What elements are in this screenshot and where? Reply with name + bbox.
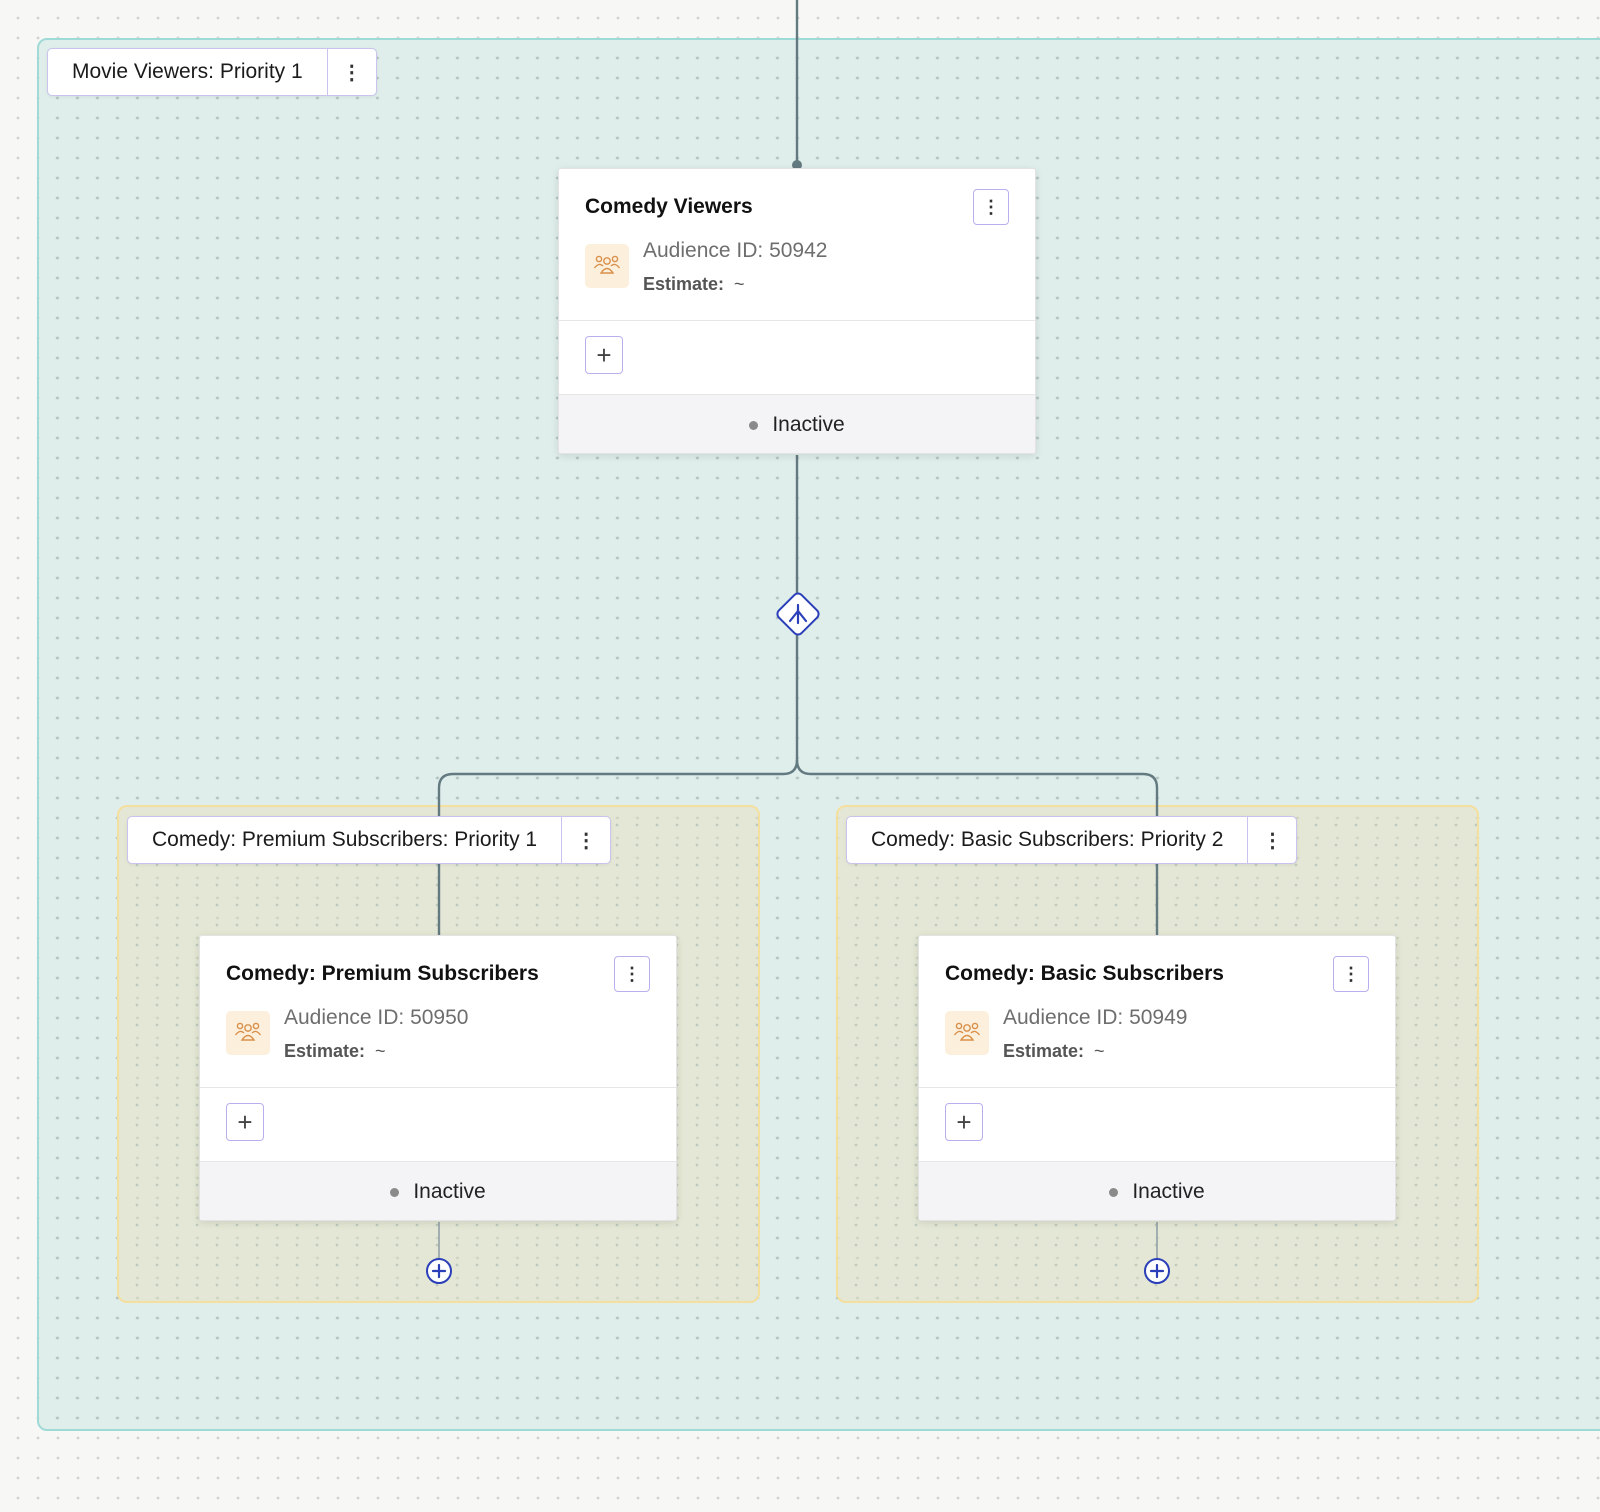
audience-card-premium-subscribers[interactable]: Comedy: Premium Subscribers ⋮ Audience I… <box>199 935 677 1221</box>
group-label-text: Movie Viewers: Priority 1 <box>72 60 303 83</box>
card-menu-button[interactable]: ⋮ <box>614 956 650 992</box>
add-action-button[interactable]: + <box>585 336 623 374</box>
estimate-value: ~ <box>734 274 745 294</box>
audience-card-comedy-viewers[interactable]: Comedy Viewers ⋮ Audience ID: 50942 Esti… <box>558 168 1036 454</box>
card-header: Comedy Viewers ⋮ Audience ID: 50942 Esti… <box>559 169 1035 321</box>
estimate-label: Estimate: <box>643 274 725 294</box>
add-step-plus-circle-icon[interactable] <box>425 1257 453 1285</box>
status-dot-icon <box>749 420 759 430</box>
estimate: Estimate: ~ <box>643 274 745 295</box>
card-title: Comedy: Premium Subscribers <box>226 962 539 985</box>
status-bar: Inactive <box>919 1162 1395 1220</box>
status-dot-icon <box>1109 1187 1119 1197</box>
split-icon[interactable] <box>771 587 825 641</box>
estimate: Estimate: ~ <box>1003 1041 1105 1062</box>
status-bar: Inactive <box>200 1162 676 1220</box>
card-actions: + <box>200 1088 676 1162</box>
audience-icon <box>226 1011 270 1055</box>
group-label-movie-viewers[interactable]: Movie Viewers: Priority 1 ⋮ <box>47 48 377 96</box>
group-label-text: Comedy: Basic Subscribers: Priority 2 <box>871 828 1224 851</box>
estimate-label: Estimate: <box>284 1041 366 1061</box>
estimate: Estimate: ~ <box>284 1041 386 1062</box>
card-actions: + <box>919 1088 1395 1162</box>
status-text: Inactive <box>1132 1180 1205 1203</box>
status-text: Inactive <box>772 413 845 436</box>
card-menu-button[interactable]: ⋮ <box>973 189 1009 225</box>
audience-card-basic-subscribers[interactable]: Comedy: Basic Subscribers ⋮ Audience ID:… <box>918 935 1396 1221</box>
status-dot-icon <box>390 1187 400 1197</box>
audience-icon <box>945 1011 989 1055</box>
card-title: Comedy Viewers <box>585 195 753 218</box>
audience-id: Audience ID: 50942 <box>643 239 828 262</box>
audience-id: Audience ID: 50949 <box>1003 1006 1188 1029</box>
audience-icon <box>585 244 629 288</box>
card-title: Comedy: Basic Subscribers <box>945 962 1224 985</box>
card-menu-button[interactable]: ⋮ <box>1333 956 1369 992</box>
status-text: Inactive <box>413 1180 486 1203</box>
add-action-button[interactable]: + <box>945 1103 983 1141</box>
add-action-button[interactable]: + <box>226 1103 264 1141</box>
group-label-premium-subscribers[interactable]: Comedy: Premium Subscribers: Priority 1 … <box>127 816 612 864</box>
estimate-value: ~ <box>375 1041 386 1061</box>
audience-id: Audience ID: 50950 <box>284 1006 469 1029</box>
group-label-basic-subscribers[interactable]: Comedy: Basic Subscribers: Priority 2 ⋮ <box>846 816 1298 864</box>
card-header: Comedy: Basic Subscribers ⋮ Audience ID:… <box>919 936 1395 1088</box>
card-header: Comedy: Premium Subscribers ⋮ Audience I… <box>200 936 676 1088</box>
more-options-icon[interactable]: ⋮ <box>326 49 376 95</box>
add-step-plus-circle-icon[interactable] <box>1143 1257 1171 1285</box>
more-options-icon[interactable]: ⋮ <box>561 817 610 863</box>
status-bar: Inactive <box>559 395 1035 453</box>
estimate-value: ~ <box>1094 1041 1105 1061</box>
more-options-icon[interactable]: ⋮ <box>1247 817 1296 863</box>
card-actions: + <box>559 321 1035 395</box>
estimate-label: Estimate: <box>1003 1041 1085 1061</box>
group-label-text: Comedy: Premium Subscribers: Priority 1 <box>152 828 538 851</box>
